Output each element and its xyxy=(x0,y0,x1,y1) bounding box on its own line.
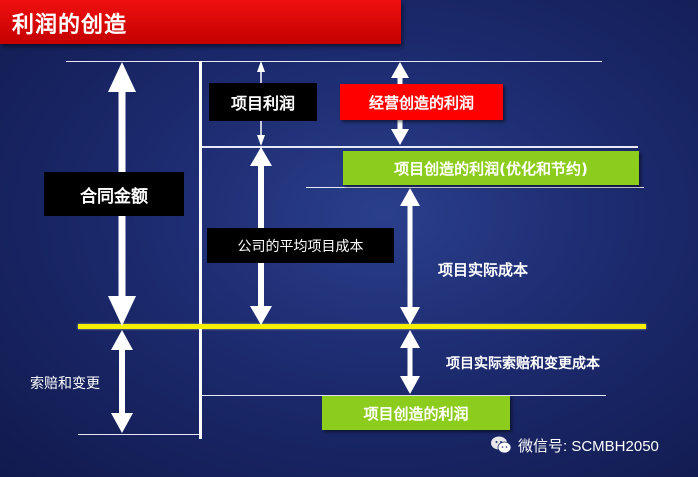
actual-cost-arrow xyxy=(400,188,420,325)
claims-changes-label: 索赔和变更 xyxy=(30,376,100,392)
top-guide-line xyxy=(66,61,602,62)
page-title: 利润的创造 xyxy=(12,13,128,38)
claim-change-cost-arrow xyxy=(400,330,420,394)
bottom-guide-line xyxy=(78,434,200,435)
claim-change-cost-label: 项目实际索赔和变更成本 xyxy=(446,356,600,372)
watermark: 微信号: SCMBH2050 xyxy=(490,434,659,456)
contract-amount-box: 合同金额 xyxy=(44,172,184,216)
claims-changes-arrow xyxy=(111,330,133,433)
optimized-profit-box: 项目创造的利润(优化和节约) xyxy=(343,151,639,185)
optimized-guide-line xyxy=(306,187,644,188)
project-profit-box: 项目利润 xyxy=(209,83,317,121)
wechat-icon xyxy=(490,434,512,456)
title-bar: 利润的创造 xyxy=(0,0,401,44)
profit-guide-line xyxy=(202,146,638,148)
operating-profit-box: 经营创造的利润 xyxy=(340,84,503,120)
claim-guide-line xyxy=(202,395,606,396)
axis-line xyxy=(199,61,202,439)
contract-baseline xyxy=(78,324,646,329)
watermark-text: 微信号: SCMBH2050 xyxy=(518,437,659,455)
average-cost-box: 公司的平均项目成本 xyxy=(207,228,394,263)
project-created-profit-box: 项目创造的利润 xyxy=(322,396,510,430)
actual-cost-label: 项目实际成本 xyxy=(438,261,529,279)
